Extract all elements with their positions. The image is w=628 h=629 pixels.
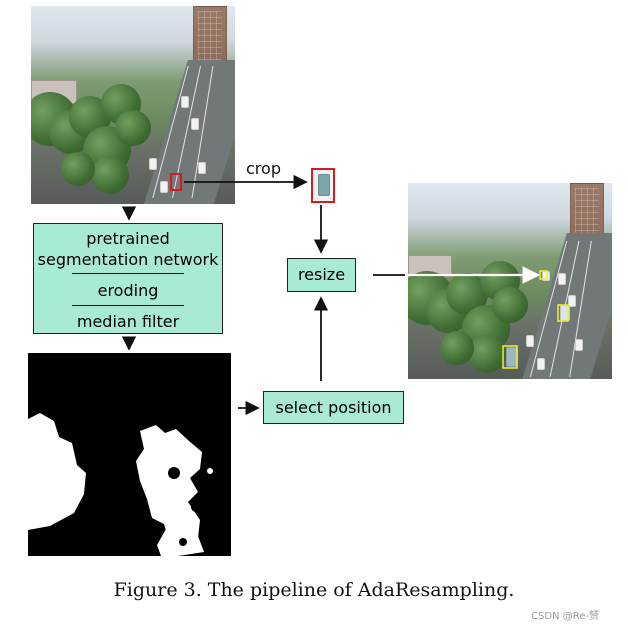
resize-label: resize (297, 265, 346, 284)
car (537, 358, 545, 370)
mask-shapes (28, 413, 213, 556)
resize-box: resize (287, 258, 356, 292)
tree (115, 110, 151, 146)
source-crop-highlight (170, 173, 182, 191)
figure-caption: Figure 3. The pipeline of AdaResampling. (113, 579, 515, 601)
select-position-label: select position (275, 398, 392, 417)
tree (61, 152, 95, 186)
tree (91, 156, 129, 194)
select-position-box: select position (263, 391, 404, 424)
car (558, 273, 566, 285)
tree (468, 335, 506, 373)
result-highlight-medium (557, 304, 569, 322)
car (526, 335, 534, 347)
stage1-line-2: segmentation network (37, 250, 219, 269)
stage1-divider-bottom (72, 305, 184, 306)
cropped-car-image (311, 168, 335, 203)
car (575, 339, 583, 351)
result-highlight-small (539, 270, 548, 280)
car (318, 174, 330, 196)
car (198, 162, 206, 174)
watermark: CSDN @Re-赟 (531, 611, 599, 622)
stage1-line-1: pretrained (86, 229, 170, 248)
car (191, 118, 199, 130)
segmentation-mask (28, 353, 231, 556)
car (181, 96, 189, 108)
tree (440, 331, 474, 365)
stage1-line-3: eroding (97, 281, 159, 300)
car (149, 158, 157, 170)
car (160, 181, 168, 193)
stage1-divider-top (72, 273, 184, 274)
stage1-box: pretrained segmentation network eroding … (33, 223, 223, 334)
source-road-image (31, 6, 235, 204)
tree (492, 287, 528, 323)
car (568, 295, 576, 307)
result-highlight-large (502, 345, 518, 369)
crop-label: crop (246, 159, 281, 178)
stage1-line-4: median filter (76, 312, 180, 331)
